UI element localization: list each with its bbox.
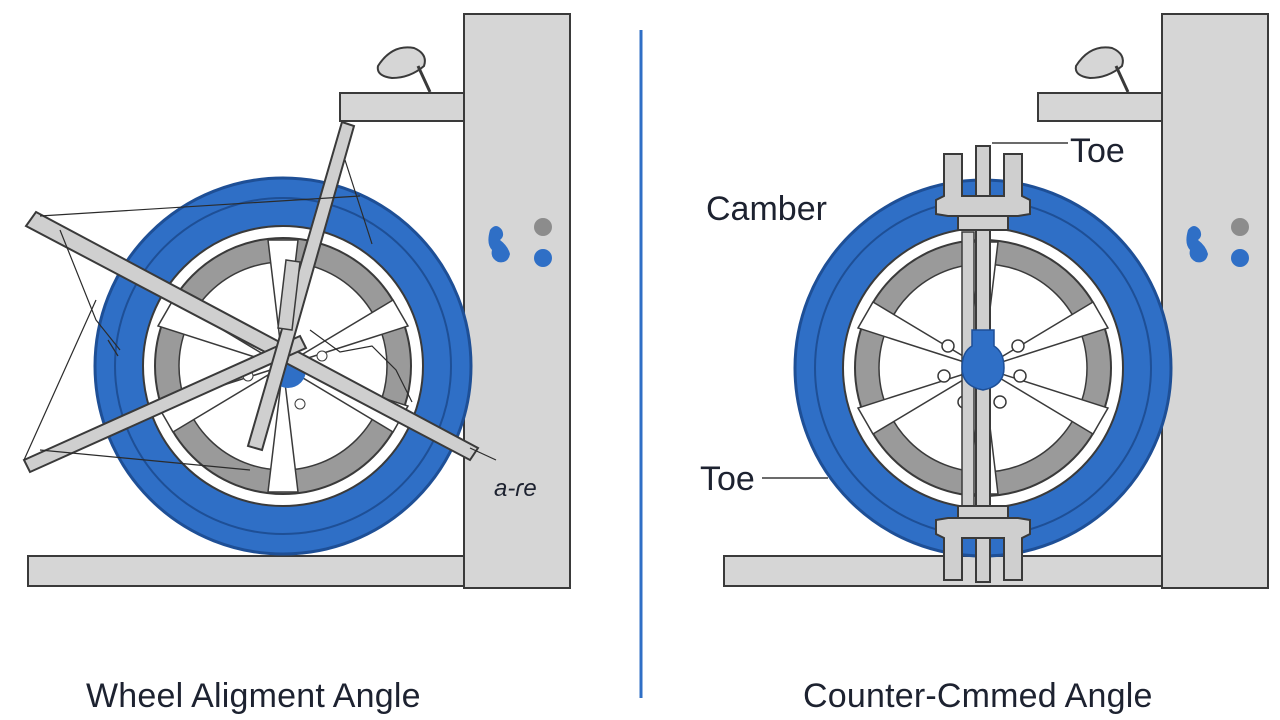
left-shelf (339, 92, 465, 122)
top-clamp-icon (935, 153, 1031, 231)
left-guide-lines (23, 159, 497, 471)
left-connector-icon (488, 226, 510, 263)
right-dot-blue (1231, 249, 1249, 267)
left-scribble-label: a-ɾe (494, 475, 537, 502)
left-floor-bar (27, 555, 469, 587)
right-hub-icon (961, 329, 1005, 391)
right-caption: Counter-Cmmed Angle (803, 677, 1153, 715)
left-sensor-head-icon (376, 46, 432, 93)
right-shelf (1037, 92, 1163, 122)
right-dot-gray (1231, 218, 1249, 236)
right-gauge-bar (935, 145, 1031, 583)
left-panel: a-ɾe (22, 13, 571, 589)
camber-label: Camber (706, 190, 827, 228)
left-status-dots (488, 218, 552, 267)
right-wall-panel (1161, 13, 1269, 589)
left-dot-blue (534, 249, 552, 267)
right-connector-icon (1186, 226, 1208, 263)
right-panel: Toe Camber Toe (700, 13, 1269, 589)
left-alignment-bars (22, 120, 480, 474)
right-status-dots (1186, 218, 1249, 267)
right-sensor-head-icon (1074, 46, 1130, 93)
left-wall-panel (463, 13, 571, 589)
bottom-clamp-icon (935, 505, 1031, 581)
left-caption: Wheel Aligment Angle (86, 677, 421, 715)
left-dot-gray (534, 218, 552, 236)
toe-top-label: Toe (1070, 132, 1125, 170)
toe-bottom-label: Toe (700, 460, 755, 498)
